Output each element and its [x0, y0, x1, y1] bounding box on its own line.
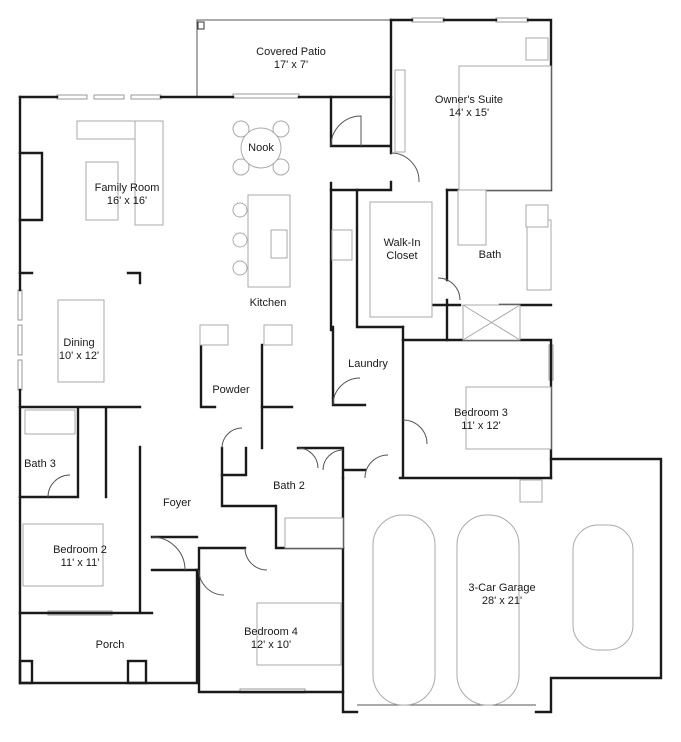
room-label-nook: Nook [248, 142, 274, 154]
room-label-bath: Bath [479, 249, 502, 261]
room-label-bath-3: Bath 3 [24, 458, 56, 470]
room-label-kitchen: Kitchen [250, 297, 287, 309]
room-size-family-room: 16' x 16' [107, 195, 147, 207]
room-label-garage: 3-Car Garage [468, 582, 535, 594]
room-size-bedroom-3: 11' x 12' [461, 420, 500, 432]
room-label-foyer: Foyer [163, 497, 191, 509]
room-label-family-room: Family Room [95, 182, 160, 194]
room-label-walk-in-closet: Walk-In [384, 237, 421, 249]
room-label-covered-patio: Covered Patio [256, 46, 326, 58]
room-size-bedroom-2: 11' x 11' [61, 557, 100, 569]
room-size-dining: 10' x 12' [59, 350, 99, 362]
room-label-bedroom-2: Bedroom 2 [53, 544, 107, 556]
room-size-owners-suite: 14' x 15' [449, 107, 489, 119]
room-label-porch: Porch [96, 639, 125, 651]
room-label-owners-suite: Owner's Suite [435, 94, 503, 106]
room-label-bedroom-4: Bedroom 4 [244, 626, 298, 638]
room-label-walk-in-closet-2: Closet [386, 250, 417, 262]
room-label-powder: Powder [212, 384, 250, 396]
room-labels: Covered Patio 17' x 7' Owner's Suite 14'… [24, 46, 536, 651]
furniture [22, 37, 634, 706]
room-size-covered-patio: 17' x 7' [274, 59, 308, 71]
room-label-laundry: Laundry [348, 358, 388, 370]
room-label-dining: Dining [63, 337, 94, 349]
room-label-bedroom-3: Bedroom 3 [454, 407, 508, 419]
room-size-garage: 28' x 21' [482, 595, 522, 607]
room-label-bath-2: Bath 2 [273, 480, 305, 492]
room-size-bedroom-4: 12' x 10' [251, 639, 291, 651]
